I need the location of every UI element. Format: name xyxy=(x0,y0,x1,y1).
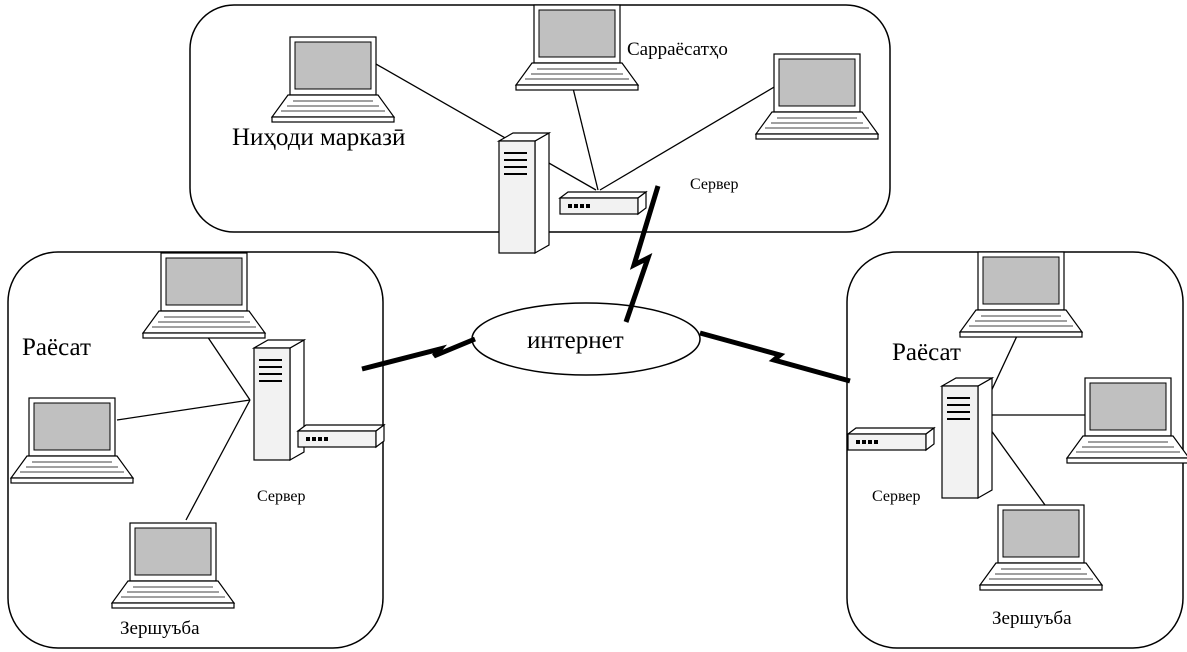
hq-switch-icon xyxy=(559,191,647,215)
hq-server-label: Сервер xyxy=(690,176,739,193)
right-wan-link-lightning-link-icon xyxy=(699,330,851,384)
headquarters-label: Ниҳоди марказӣ xyxy=(232,124,406,151)
right-workstation-1-laptop-icon xyxy=(959,251,1083,338)
left-department-label: Зершуъба xyxy=(120,618,200,639)
left-connections xyxy=(116,332,251,521)
right-server-tower-icon xyxy=(941,377,993,499)
right-workstation-3-laptop-icon xyxy=(979,504,1103,591)
left-server-tower-icon xyxy=(253,339,305,461)
internet-label: интернет xyxy=(527,327,624,354)
left-workstation-2-laptop-icon xyxy=(10,397,134,484)
left-switch-icon xyxy=(297,424,385,448)
hq-connections xyxy=(361,55,787,191)
left-workstation-1-laptop-icon xyxy=(142,252,266,339)
wan-links xyxy=(361,185,851,384)
right-server-label: Сервер xyxy=(872,488,921,505)
left-workstation-3-laptop-icon xyxy=(111,522,235,609)
hq-workstation-1-laptop-icon xyxy=(271,36,395,123)
right-region-label: Раёсат xyxy=(892,339,961,366)
right-switch-icon xyxy=(847,427,935,451)
right-department-label: Зершуъба xyxy=(992,608,1072,629)
left-server-label: Сервер xyxy=(257,488,306,505)
branches-label: Сарраёсатҳо xyxy=(627,39,728,60)
left-region-label: Раёсат xyxy=(22,334,91,361)
hq-wan-link-lightning-link-icon xyxy=(623,185,661,323)
hq-workstation-3-laptop-icon xyxy=(755,53,879,140)
left-wan-link-lightning-link-icon xyxy=(361,336,476,372)
right-connections xyxy=(979,320,1085,506)
right-workstation-2-laptop-icon xyxy=(1066,377,1187,464)
left-region-frame xyxy=(7,251,384,649)
hq-server-tower-icon xyxy=(498,132,550,254)
hq-workstation-2-laptop-icon xyxy=(515,4,639,91)
